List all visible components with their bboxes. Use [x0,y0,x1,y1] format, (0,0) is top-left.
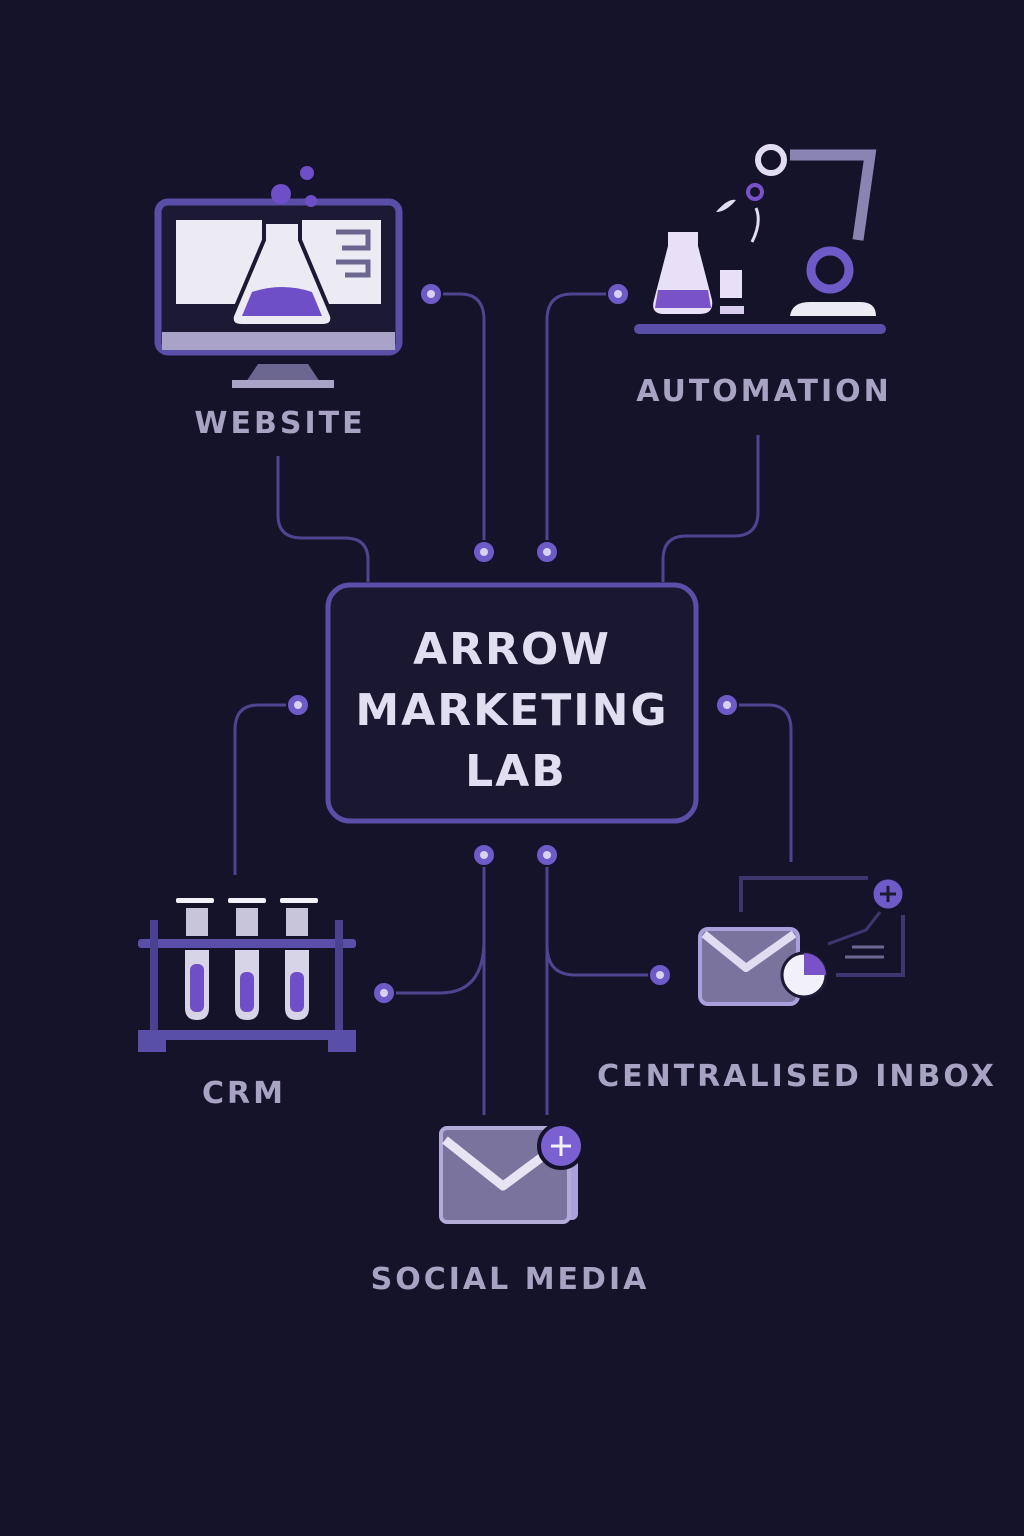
website-monitor-icon [154,166,403,388]
connector-dot [472,540,496,564]
connector-dot [472,843,496,867]
automation-robot-arm-icon [634,144,886,334]
website-label: WEBSITE [194,406,365,441]
hub-box: ARROW MARKETING LAB [325,582,699,824]
connector-dot [648,963,672,987]
centralised-inbox-label: CENTRALISED INBOX [597,1059,997,1094]
crm-test-tube-rack-icon [138,898,356,1052]
connectors [233,292,793,1115]
centralised-inbox-icon [698,876,906,1006]
connector-dot [535,540,559,564]
connector-dot [535,843,559,867]
social-media-label: SOCIAL MEDIA [371,1262,650,1297]
crm-label: CRM [202,1076,286,1111]
automation-label: AUTOMATION [636,374,892,409]
hub-title-line3: LAB [465,746,567,797]
social-media-mail-icon [439,1122,585,1224]
hub-title-line2: MARKETING [355,685,668,736]
connector-dot [606,282,630,306]
connector-dot [419,282,443,306]
connector-dot [286,693,310,717]
hub-title-line1: ARROW [413,624,611,675]
connector-dot [372,981,396,1005]
connector-dot [715,693,739,717]
connector-dots [286,282,739,1005]
